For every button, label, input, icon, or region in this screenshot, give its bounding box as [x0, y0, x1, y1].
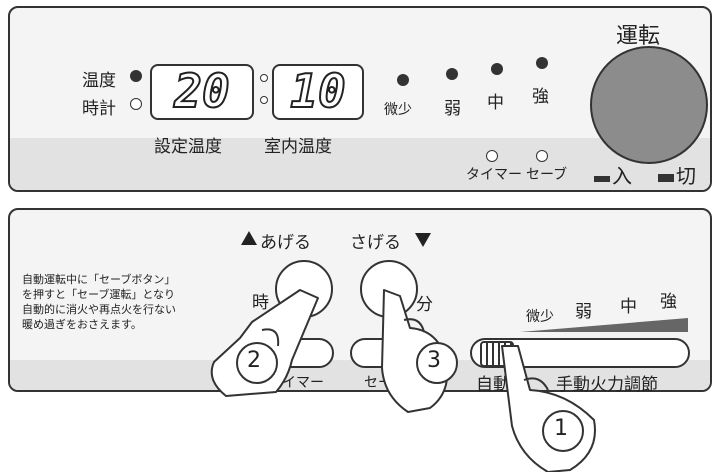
run-label: 運転 [616, 24, 661, 49]
note-line: 自動的に消火や再点火を行ない [22, 303, 176, 316]
auto-label: 自動 [476, 375, 510, 395]
manual-level-3: 中 [620, 297, 637, 317]
manual-level-2: 弱 [575, 302, 592, 322]
level-indicator-3 [491, 63, 503, 75]
flame-level-wedge [520, 318, 688, 332]
temp-mode-label: 温度 [82, 71, 116, 91]
minute-label: 分 [416, 295, 433, 315]
room-temp-label: 室内温度 [264, 137, 332, 157]
step-number-2: 2 [247, 348, 261, 373]
level-label-1: 微少 [384, 102, 412, 118]
hour-label: 時 [252, 293, 269, 313]
level-indicator-1 [397, 74, 409, 86]
down-label: さげる [350, 233, 401, 253]
step-number-3: 3 [427, 348, 441, 373]
off-label: 切 [676, 164, 696, 188]
step-badge-1 [542, 410, 584, 452]
panel-band [10, 138, 710, 190]
step-badge-2 [236, 342, 278, 384]
up-label: あげる [260, 233, 311, 253]
note-line: 自動運転中に「セーブボタン」 [22, 273, 176, 286]
level-indicator-2 [446, 68, 458, 80]
off-mark [658, 174, 674, 182]
run-button[interactable] [590, 46, 708, 164]
save-mode-note: 自動運転中に「セーブボタン」 を押すと「セーブ運転」となり 自動的に消火や再点火… [22, 272, 176, 332]
manual-level-4: 強 [660, 292, 677, 312]
clock-mode-label: 時計 [82, 99, 116, 119]
set-temp-label: 設定温度 [154, 137, 222, 157]
down-arrow-icon [415, 233, 431, 247]
clock-mode-indicator [130, 98, 142, 110]
level-label-4: 強 [532, 87, 549, 107]
up-arrow-icon [241, 231, 257, 245]
level-label-2: 弱 [444, 99, 461, 119]
level-indicator-4 [536, 57, 548, 69]
save-indicator [536, 150, 548, 162]
on-mark [594, 176, 610, 182]
display-colon-bottom [260, 96, 268, 104]
temp-mode-indicator [130, 70, 142, 82]
room-temp-display: 10 [272, 64, 364, 120]
timer-indicator-label: タイマー [466, 167, 522, 183]
manual-level-1: 微少 [526, 309, 554, 325]
save-indicator-label: セーブ [526, 167, 568, 183]
set-temp-display: 20 [150, 64, 254, 120]
note-line: を押すと「セーブ運転」となり [22, 288, 176, 301]
level-label-3: 中 [487, 93, 504, 113]
manual-label: 手動火力調節 [556, 375, 658, 395]
step-badge-3 [416, 342, 458, 384]
timer-indicator [486, 150, 498, 162]
note-line: 暖め過ぎをおさえます。 [22, 318, 142, 331]
on-label: 入 [612, 164, 632, 188]
display-colon-top [260, 74, 268, 82]
step-number-1: 1 [554, 416, 568, 441]
